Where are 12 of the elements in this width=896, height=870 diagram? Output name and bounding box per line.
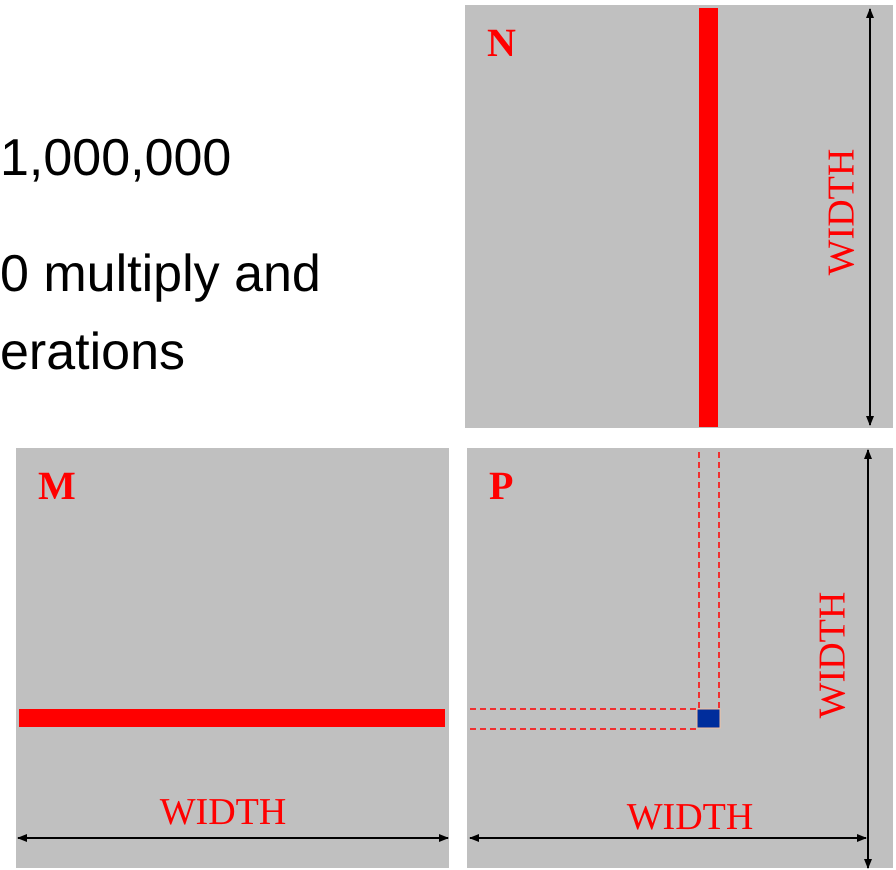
- matrix-letter: N: [487, 23, 516, 63]
- dimension-label: WIDTH: [626, 798, 754, 836]
- matrix-square: [465, 5, 893, 428]
- dimension-label: WIDTH: [813, 592, 851, 718]
- dimension-label: WIDTH: [822, 148, 860, 276]
- matrix-letter: P: [489, 466, 514, 506]
- matrix-square: [467, 448, 893, 868]
- matrix-letter: M: [38, 466, 76, 506]
- count-text: 1,000,000: [0, 128, 232, 188]
- dimension-label: WIDTH: [160, 793, 286, 831]
- operations-text: 0 multiply and erations: [0, 244, 322, 383]
- matrix-square: [16, 448, 449, 868]
